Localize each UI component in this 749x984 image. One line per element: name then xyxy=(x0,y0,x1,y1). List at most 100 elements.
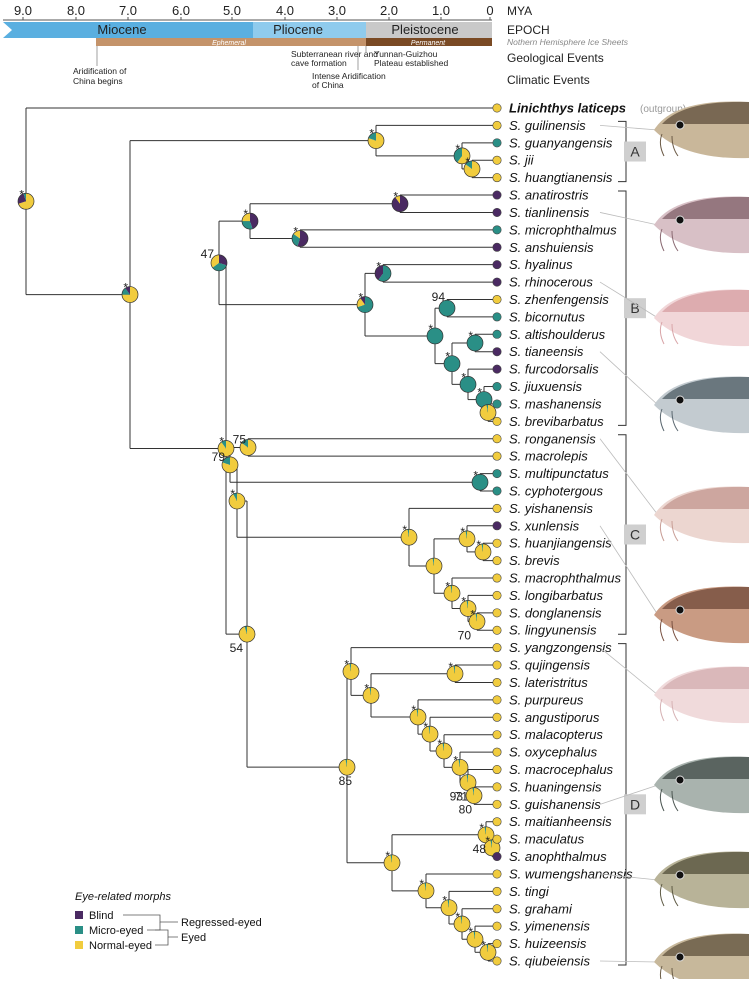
ancestral-pie xyxy=(466,930,484,948)
pie-slice xyxy=(362,687,379,704)
support-value: 85 xyxy=(339,774,353,788)
pie-slice xyxy=(427,327,443,344)
ice-sheets-label: Nothern Hemisphere Ice Sheets xyxy=(507,37,629,47)
support-value: * xyxy=(448,660,453,674)
outgroup-label: (outgroup) xyxy=(640,104,686,115)
fish-back xyxy=(662,376,749,399)
pie-slice xyxy=(436,743,453,760)
pie-slice xyxy=(463,160,480,177)
axis-tick-label: 9.0 xyxy=(14,3,32,18)
pie-slice xyxy=(360,296,365,305)
ancestral-pie xyxy=(228,492,246,510)
events xyxy=(96,46,367,70)
axis-tick-label: 6.0 xyxy=(172,3,190,18)
tip-label: S. macrophthalmus xyxy=(509,571,621,586)
pie-slice xyxy=(424,882,426,891)
photo-connector xyxy=(599,438,659,516)
tip-state-dot xyxy=(492,347,502,357)
tip-state-dot xyxy=(492,573,502,583)
fish-photo xyxy=(599,525,749,644)
photo-connector xyxy=(599,212,659,226)
ancestral-pie xyxy=(241,212,259,230)
pie-slice xyxy=(481,543,483,552)
clade-label: A xyxy=(630,144,640,160)
tip-label: S. huanjiangensis xyxy=(509,536,612,551)
clade-badge xyxy=(624,794,646,815)
fish-back xyxy=(662,101,749,124)
support-value: * xyxy=(460,525,465,539)
tip-state-dot xyxy=(492,590,502,600)
pie-slice xyxy=(239,439,256,456)
fish-back xyxy=(662,486,749,509)
tip-state-dot xyxy=(492,451,502,461)
fish-back xyxy=(662,196,749,219)
pie-slice xyxy=(466,787,483,804)
pie-slice xyxy=(484,839,501,856)
ancestral-pie xyxy=(463,160,481,178)
fish-eye xyxy=(675,120,685,130)
pie-slice xyxy=(466,931,483,948)
tip-state-dot xyxy=(492,747,502,757)
pie-slice xyxy=(242,221,253,230)
fish-photo xyxy=(599,851,749,909)
support-value: * xyxy=(465,155,470,169)
tip-label: S. guilinensis xyxy=(509,118,586,133)
ancestral-pie xyxy=(440,899,458,917)
pie-slice xyxy=(480,944,497,961)
tip-label: S. yishanensis xyxy=(509,501,593,516)
pie-slice xyxy=(476,391,492,408)
tip-label: S. anshuiensis xyxy=(509,240,594,255)
support-value: * xyxy=(219,435,224,449)
tip-state-dot xyxy=(492,399,502,409)
pie-slice xyxy=(450,585,452,594)
pie-slice xyxy=(444,355,460,372)
fish-back xyxy=(662,289,749,312)
axis-tick-label: 1.0 xyxy=(432,3,450,18)
tip-label: S. oxycephalus xyxy=(509,745,598,760)
clade-label: D xyxy=(630,796,640,812)
support-value: 80 xyxy=(459,803,473,817)
tip-label: S. longibarbatus xyxy=(509,588,603,603)
ancestral-pie xyxy=(338,758,356,776)
pie-slice xyxy=(407,529,409,538)
pie-slice xyxy=(297,230,308,247)
tip-state-dot xyxy=(492,155,502,165)
pie-slice xyxy=(454,147,462,163)
tip-label: S. lateristritus xyxy=(509,675,588,690)
support-value: 48 xyxy=(473,842,487,856)
pie-slice xyxy=(221,456,238,473)
ancestral-pie xyxy=(121,286,139,303)
fish-barbel xyxy=(659,698,679,722)
pie-slice xyxy=(349,663,351,672)
epoch-pliocene xyxy=(253,22,366,38)
support-value: * xyxy=(468,329,473,343)
tip-state-dot xyxy=(492,416,502,426)
pie-slice xyxy=(250,213,259,229)
pie-slice xyxy=(458,759,460,768)
fish-eye xyxy=(675,395,685,405)
tip-label: S. tingi xyxy=(509,884,550,899)
tip-label: S. yangzongensis xyxy=(509,640,612,655)
fish-photo xyxy=(599,196,749,254)
ancestral-pie xyxy=(17,192,35,210)
tip-state-dot xyxy=(492,312,502,322)
tip-state-dot xyxy=(492,817,502,827)
tip-state-dot xyxy=(492,103,502,113)
fish-barbel xyxy=(659,618,679,642)
tip-label: S. rhinocerous xyxy=(509,275,593,290)
fish-back xyxy=(662,666,749,689)
tip-label: S. yimenensis xyxy=(509,919,590,934)
pie-slice xyxy=(458,530,475,547)
tip-label: S. grahami xyxy=(509,901,573,916)
tip-state-dot xyxy=(492,277,502,287)
support-values: ***************************************4… xyxy=(19,127,490,953)
pie-slice xyxy=(460,916,462,925)
epoch-pleistocene-label: Pleistocene xyxy=(391,22,458,37)
legend-normal-swatch xyxy=(75,941,83,949)
support-value: * xyxy=(437,737,442,751)
tip-state-dot xyxy=(492,120,502,130)
fish-eye xyxy=(675,952,685,962)
